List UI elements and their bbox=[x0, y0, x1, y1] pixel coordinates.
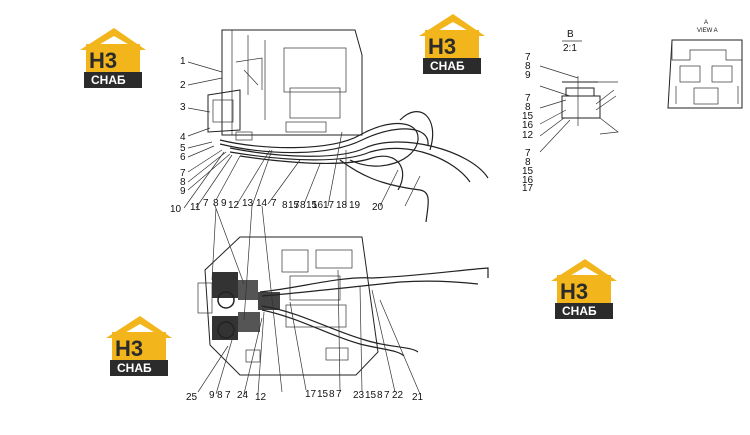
callout: 12 bbox=[228, 200, 240, 211]
brand-logo-4: H3 СНАБ bbox=[106, 316, 172, 376]
callout: 14 bbox=[256, 198, 268, 209]
logo-sub: СНАБ bbox=[430, 59, 465, 73]
callout: 8 bbox=[213, 198, 219, 209]
top-view-drawing bbox=[207, 29, 489, 223]
callout: 3 bbox=[180, 102, 186, 113]
callout: 16 bbox=[312, 200, 324, 211]
callout: 7 bbox=[525, 148, 531, 159]
callout: 6 bbox=[180, 152, 186, 163]
callout: 8 bbox=[525, 157, 531, 168]
top-view-callouts: 1 2 3 4 5 6 7 8 9 10 11 7 8 9 12 13 14 7… bbox=[170, 56, 421, 215]
callout: 9 bbox=[525, 70, 531, 81]
callout: 1 bbox=[180, 56, 186, 67]
logo-mark: H3 bbox=[89, 48, 117, 73]
callout: 11 bbox=[190, 202, 201, 213]
callout: 15 bbox=[522, 166, 534, 177]
callout: 9 bbox=[209, 390, 215, 401]
bottom-view-callouts: 25 9 8 7 24 12 17 15 8 7 23 15 8 7 22 21 bbox=[186, 202, 424, 403]
callout: 23 bbox=[353, 390, 365, 401]
callout: 7 bbox=[203, 198, 209, 209]
callout: 18 bbox=[336, 200, 348, 211]
bottom-view-drawing bbox=[197, 236, 489, 376]
callout: 7 bbox=[180, 168, 186, 179]
callout: 5 bbox=[180, 143, 186, 154]
view-caption: VIEW A bbox=[697, 28, 718, 34]
callout: 8 bbox=[217, 390, 223, 401]
callout: 17 bbox=[323, 200, 335, 211]
callout: 15 bbox=[288, 200, 300, 211]
callout: 7 bbox=[225, 390, 231, 401]
callout: 8 bbox=[525, 102, 531, 113]
detail-b: B 2:1 7 8 9 7 8 15 16 12 7 8 15 16 17 bbox=[522, 29, 619, 194]
callout: 15 bbox=[317, 389, 329, 400]
callout: 2 bbox=[180, 80, 186, 91]
detail-scale: 2:1 bbox=[563, 43, 577, 54]
callout: 19 bbox=[349, 200, 361, 211]
brand-logo-2: H3 СНАБ bbox=[419, 14, 485, 74]
callout: 10 bbox=[170, 204, 182, 215]
callout: 16 bbox=[522, 120, 534, 131]
callout: 8 bbox=[300, 200, 306, 211]
logo-sub: СНАБ bbox=[117, 361, 152, 375]
callout: 13 bbox=[242, 198, 254, 209]
callout: 7 bbox=[336, 389, 342, 400]
callout: 12 bbox=[522, 130, 534, 141]
callout: 8 bbox=[525, 61, 531, 72]
brand-logo-3: H3 СНАБ bbox=[551, 259, 617, 319]
callout: 22 bbox=[392, 390, 404, 401]
callout: 15 bbox=[365, 390, 377, 401]
callout: 8 bbox=[282, 200, 288, 211]
callout: 17 bbox=[305, 389, 317, 400]
logo-sub: СНАБ bbox=[562, 304, 597, 318]
logo-mark: H3 bbox=[428, 34, 456, 59]
callout: 8 bbox=[377, 390, 383, 401]
callout: 8 bbox=[329, 389, 335, 400]
detail-title: B bbox=[567, 29, 574, 40]
callout: 24 bbox=[237, 390, 249, 401]
callout: 17 bbox=[522, 183, 534, 194]
callout: 16 bbox=[522, 175, 534, 186]
logo-mark: H3 bbox=[115, 336, 143, 361]
brand-logo-1: H3 СНАБ bbox=[80, 28, 146, 88]
callout: 12 bbox=[255, 392, 267, 403]
callout: 9 bbox=[221, 198, 227, 209]
callout: 21 bbox=[412, 392, 424, 403]
view-letter: A bbox=[704, 20, 708, 26]
callout: 7 bbox=[384, 390, 390, 401]
logo-mark: H3 bbox=[560, 279, 588, 304]
callout: 8 bbox=[180, 177, 186, 188]
callout: 20 bbox=[372, 202, 384, 213]
logo-sub: СНАБ bbox=[91, 73, 126, 87]
callout: 4 bbox=[180, 132, 186, 143]
callout: 7 bbox=[271, 198, 277, 209]
callout: 15 bbox=[306, 200, 318, 211]
callout: 7 bbox=[525, 93, 531, 104]
callout: 7 bbox=[294, 200, 300, 211]
callout: 25 bbox=[186, 392, 198, 403]
view-a: A VIEW A bbox=[667, 20, 743, 109]
callout: 15 bbox=[522, 111, 534, 122]
callout: 9 bbox=[180, 186, 186, 197]
callout: 7 bbox=[525, 52, 531, 63]
